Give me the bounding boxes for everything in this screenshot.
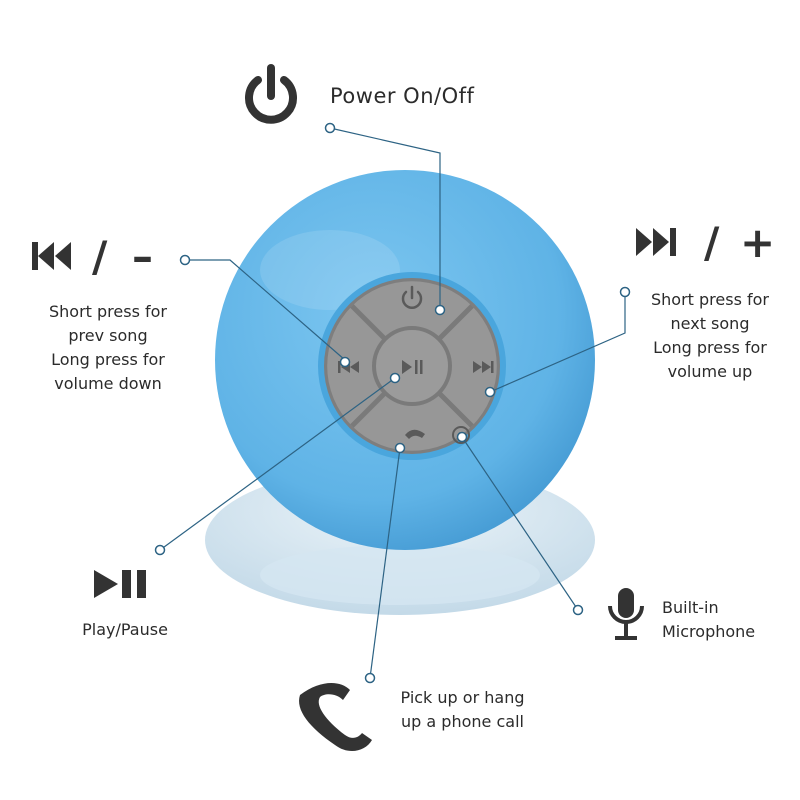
leader-prev	[185, 259, 346, 361]
microphone-icon	[608, 588, 644, 640]
mic-line-1: Built-in	[662, 598, 719, 617]
phone-description: Pick up or hang up a phone call	[385, 686, 540, 734]
leader-play	[159, 377, 396, 551]
play-pause-button[interactable]	[372, 326, 452, 406]
phone-line-1: Pick up or hang	[400, 688, 525, 707]
prev-symbol-minus: –	[132, 232, 153, 281]
prev-description: Short press for prev song Long press for…	[18, 300, 198, 396]
phone-line-2: up a phone call	[401, 712, 524, 731]
leader-lines	[159, 127, 626, 679]
phone-icon	[299, 683, 372, 752]
panel-phone-icon	[405, 429, 425, 439]
power-icon	[245, 64, 297, 124]
leader-power	[329, 127, 441, 308]
next-line-2: next song	[670, 314, 750, 333]
prev-line-1: Short press for	[48, 302, 167, 321]
leader-mic	[461, 436, 579, 611]
next-symbol-separator: /	[704, 218, 720, 267]
panel-next-icon	[473, 361, 494, 373]
next-line-3: Long press for	[653, 338, 767, 357]
leader-dots	[154, 122, 631, 684]
prev-line-3: Long press for	[51, 350, 165, 369]
panel-play-pause-icon	[402, 360, 423, 374]
call-mic-button[interactable]	[352, 394, 472, 451]
next-button[interactable]	[440, 306, 497, 426]
play-pause-icon	[94, 570, 146, 598]
play-pause-label: Play/Pause	[82, 620, 168, 639]
next-description: Short press for next song Long press for…	[620, 288, 800, 384]
leader-next	[489, 292, 626, 393]
prev-line-4: volume down	[54, 374, 162, 393]
mic-description: Built-in Microphone	[662, 596, 772, 644]
panel-power-icon	[401, 285, 423, 309]
next-line-4: volume up	[667, 362, 753, 381]
next-track-icon	[636, 228, 676, 256]
power-label: Power On/Off	[330, 84, 475, 108]
suction-cup-rim	[260, 545, 540, 605]
mic-line-2: Microphone	[662, 622, 756, 641]
prev-track-icon	[32, 242, 71, 270]
leader-phone	[369, 447, 401, 679]
power-button[interactable]	[352, 281, 472, 338]
prev-symbol-separator: /	[92, 232, 108, 281]
next-line-1: Short press for	[650, 290, 769, 309]
next-symbol-plus: +	[740, 218, 776, 267]
prev-line-2: prev song	[68, 326, 148, 345]
